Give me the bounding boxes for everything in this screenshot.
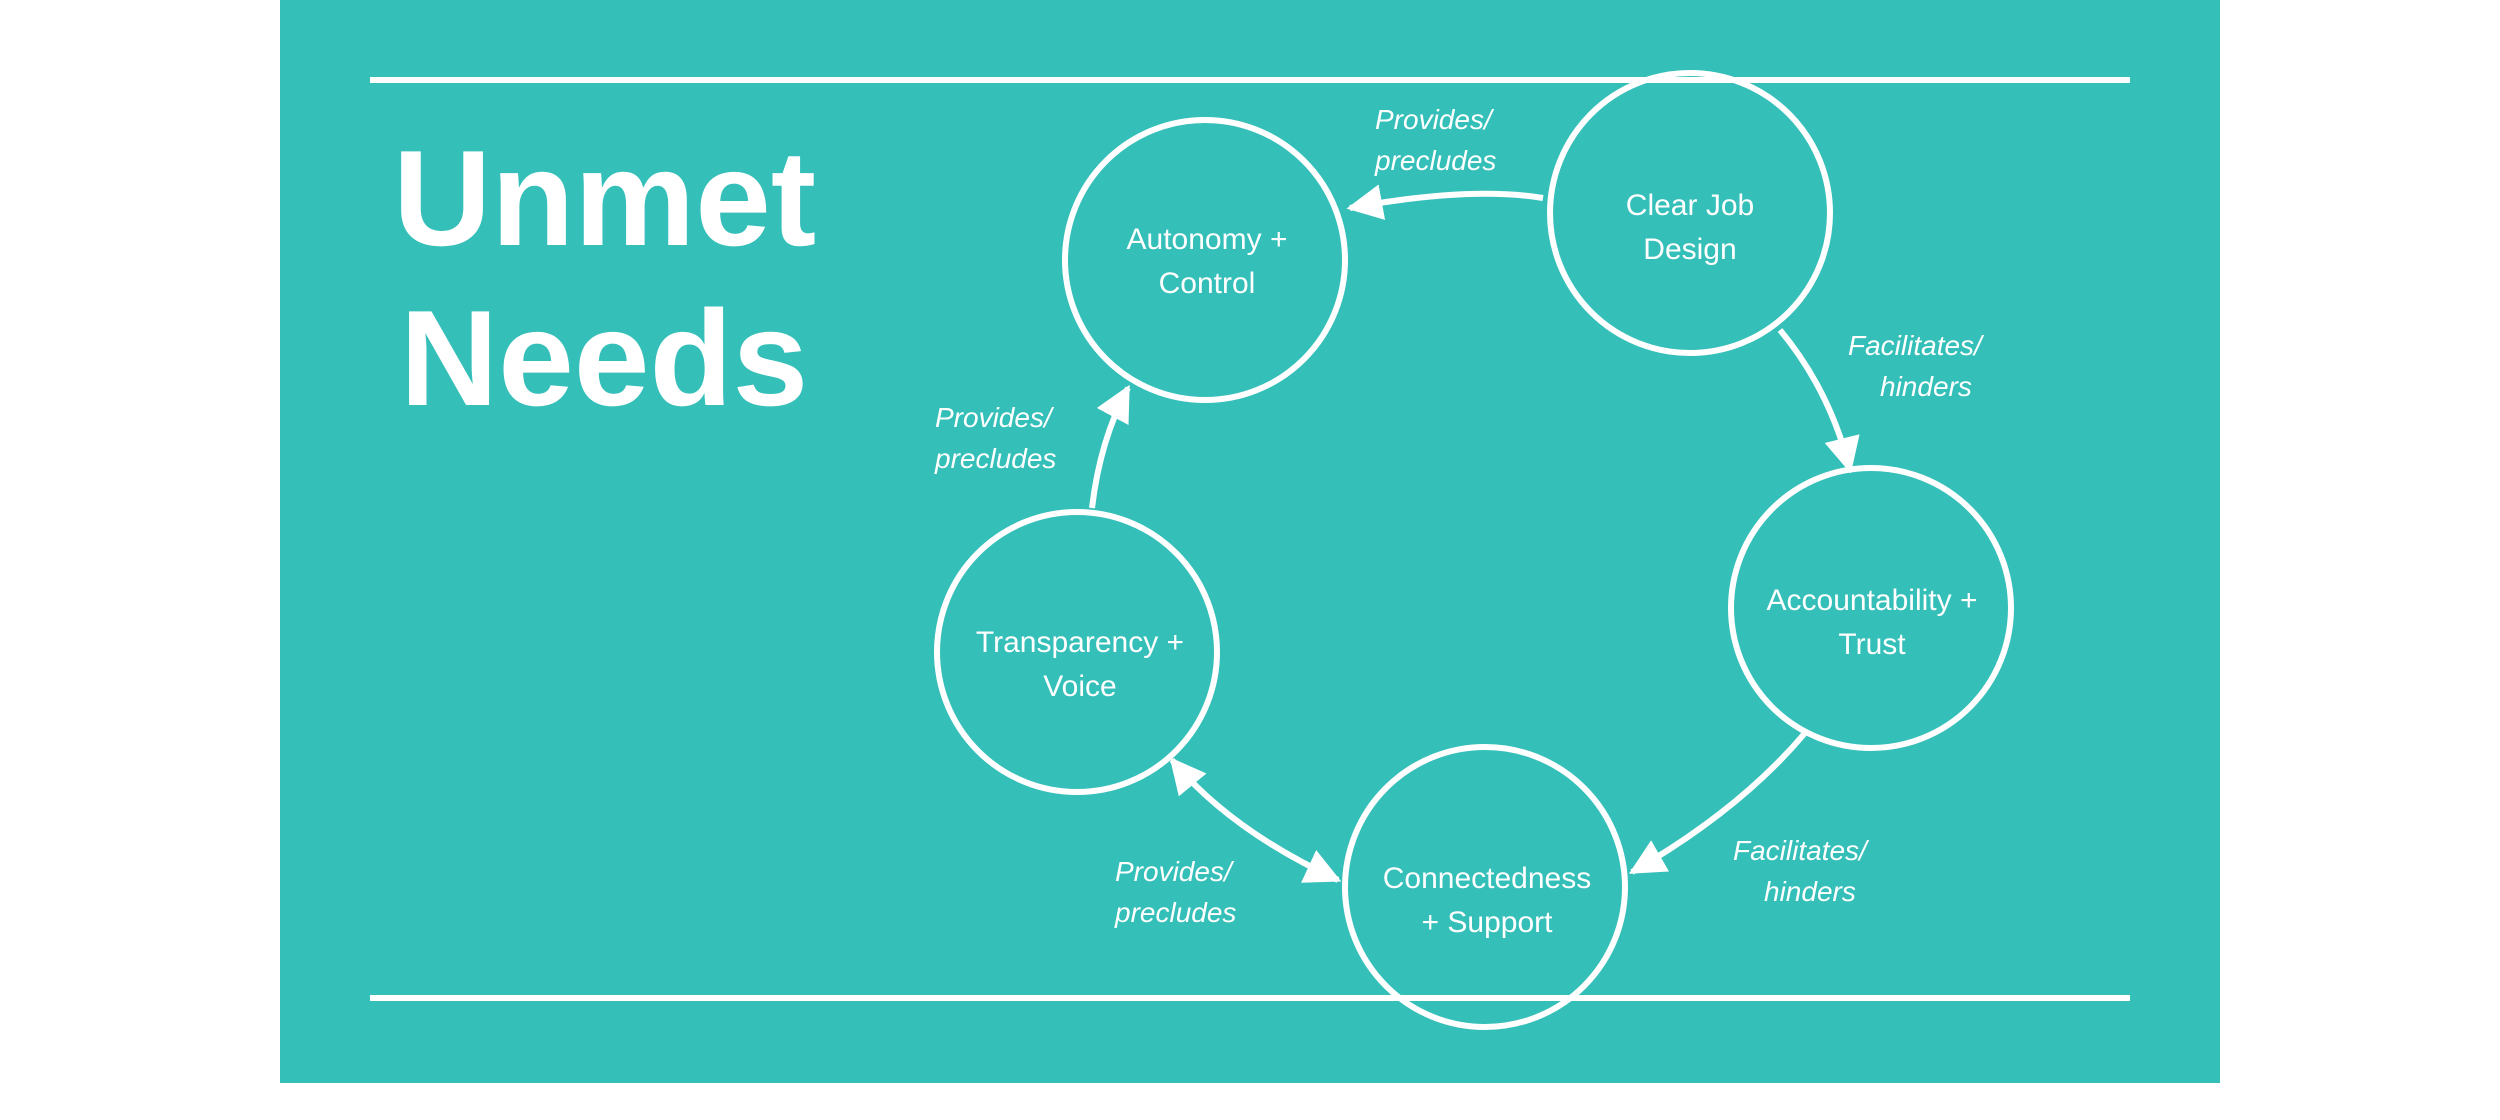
- edge-label-connectedness-transparency: Provides/ precludes: [1114, 856, 1236, 928]
- node-accountability-trust: Accountability + Trust: [1728, 465, 2014, 751]
- edge-connectedness-transparency: [1169, 757, 1342, 883]
- edge-label-clear-to-autonomy: Provides/ precludes: [1374, 104, 1496, 176]
- node-label-line-1: Autonomy +: [1127, 223, 1288, 256]
- edge-label-line-2: hinders: [1764, 876, 1856, 907]
- edge-label-line-1: Provides/: [1115, 856, 1235, 887]
- node-autonomy-control: Autonomy + Control: [1062, 117, 1348, 403]
- node-label-line-2: Design: [1643, 233, 1736, 266]
- node-connectedness-support: Connectedness + Support: [1342, 744, 1628, 1030]
- edge-label-line-1: Facilitates/: [1848, 330, 1985, 361]
- node-clear-job-design: Clear Job Design: [1547, 70, 1833, 356]
- edge-label-line-2: precludes: [1374, 145, 1496, 176]
- node-label-line-1: Clear Job: [1626, 189, 1754, 222]
- edge-label-line-2: hinders: [1880, 371, 1972, 402]
- edge-clear-to-autonomy: [1346, 184, 1544, 220]
- node-label-line-2: Trust: [1838, 628, 1906, 661]
- edge-label-transparency-to-autonomy: Provides/ precludes: [934, 402, 1056, 474]
- edge-label-line-1: Provides/: [935, 402, 1055, 433]
- edge-label-line-1: Provides/: [1375, 104, 1495, 135]
- edge-accountability-to-connectedness: [1628, 731, 1808, 875]
- edge-label-clear-to-accountability: Facilitates/ hinders: [1848, 330, 1985, 402]
- edge-label-accountability-to-connectedness: Facilitates/ hinders: [1733, 835, 1870, 907]
- edge-label-line-1: Facilitates/: [1733, 835, 1870, 866]
- edge-clear-to-accountability: [1777, 328, 1860, 474]
- node-label-line-1: Connectedness: [1383, 862, 1591, 895]
- node-label-line-2: + Support: [1422, 906, 1554, 939]
- page-title-line-2: Needs: [400, 282, 808, 434]
- node-label-line-2: Voice: [1043, 670, 1116, 703]
- node-label-line-2: Control: [1159, 267, 1256, 300]
- node-label-line-1: Accountability +: [1767, 584, 1978, 617]
- page-title-line-1: Unmet: [393, 122, 816, 274]
- edge-transparency-to-autonomy: [1089, 384, 1131, 509]
- node-label-line-1: Transparency +: [976, 626, 1184, 659]
- diagram-panel: [280, 0, 2220, 1083]
- node-transparency-voice: Transparency + Voice: [934, 509, 1220, 795]
- edge-label-line-2: precludes: [1114, 897, 1236, 928]
- edge-label-line-2: precludes: [934, 443, 1056, 474]
